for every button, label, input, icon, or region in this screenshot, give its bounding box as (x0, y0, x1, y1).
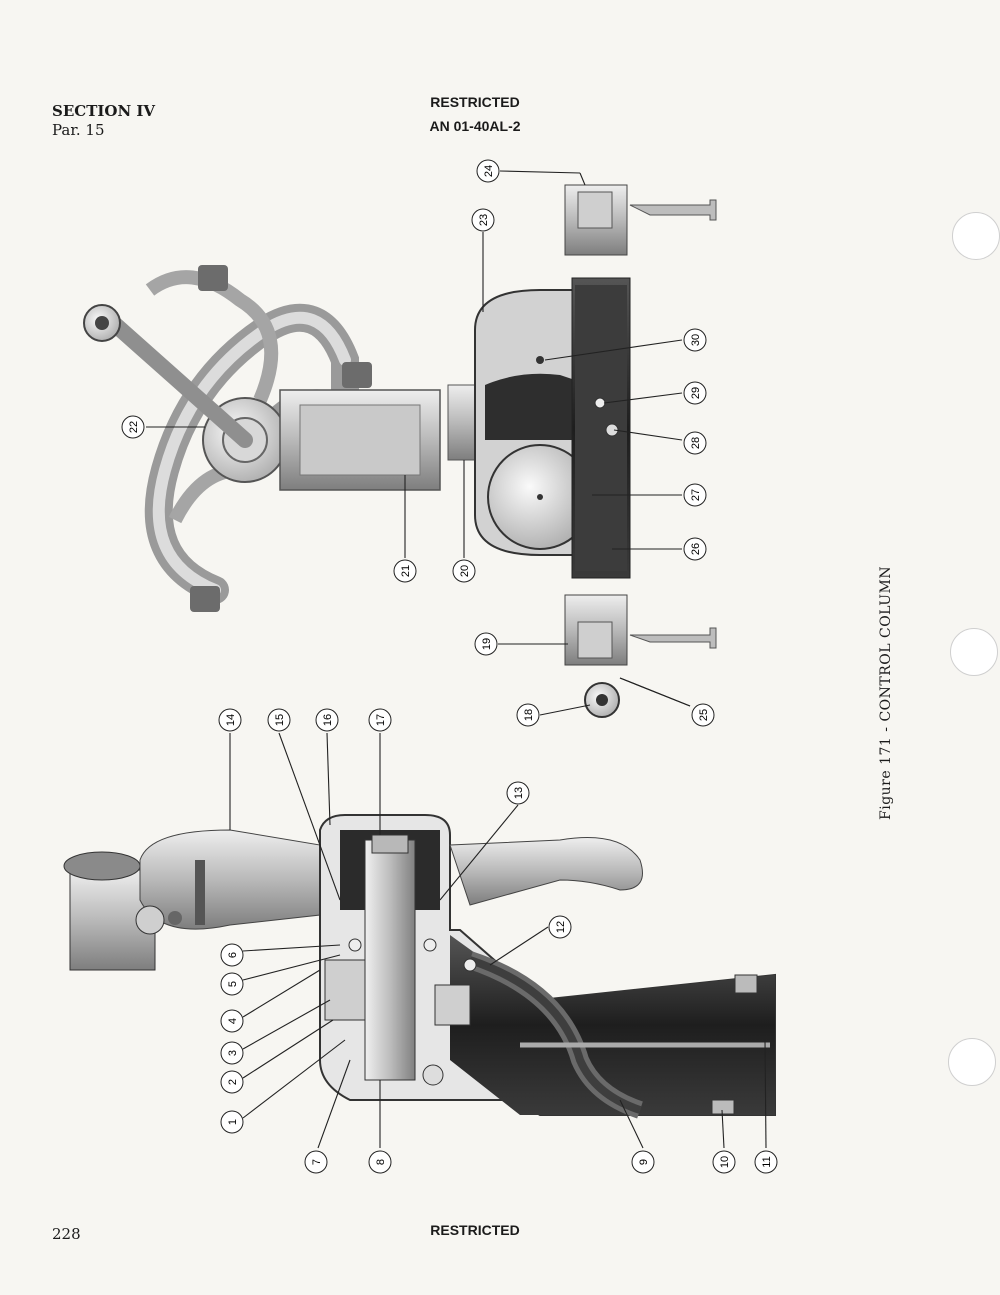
callout-8: 8 (368, 1150, 392, 1174)
tube-fitting-lower (564, 594, 717, 718)
callout-label: 20 (459, 565, 471, 577)
callout-14: 14 (218, 708, 242, 732)
callout-24: 24 (476, 159, 500, 183)
callout-16: 16 (315, 708, 339, 732)
footer-classification: RESTRICTED (430, 1222, 520, 1238)
control-wheel (83, 265, 441, 612)
callout-label: 3 (227, 1050, 239, 1056)
callout-label: 19 (481, 638, 493, 650)
callout-label: 22 (128, 421, 140, 433)
callout-label: 7 (311, 1159, 323, 1165)
callout-label: 16 (322, 714, 334, 726)
callout-label: 8 (375, 1159, 387, 1165)
callout-3: 3 (220, 1041, 244, 1065)
callout-label: 13 (513, 787, 525, 799)
callout-label: 4 (227, 1018, 239, 1024)
tube-fitting-upper (564, 184, 717, 256)
callout-27: 27 (683, 483, 707, 507)
callout-25: 25 (691, 703, 715, 727)
callout-13: 13 (506, 781, 530, 805)
callout-markers: 1 2 3 4 5 6 7 8 9 10 11 12 13 14 15 16 1… (121, 159, 778, 1174)
callout-5: 5 (220, 972, 244, 996)
callout-6: 6 (220, 943, 244, 967)
callout-22: 22 (121, 415, 145, 439)
callout-label: 10 (719, 1156, 731, 1168)
callout-label: 5 (227, 981, 239, 987)
callout-7: 7 (304, 1150, 328, 1174)
callout-label: 11 (761, 1156, 773, 1167)
callout-label: 2 (227, 1079, 239, 1085)
callout-15: 15 (267, 708, 291, 732)
binder-hole-middle (950, 628, 998, 676)
callout-label: 1 (227, 1119, 239, 1125)
callout-label: 18 (523, 709, 535, 721)
callout-20: 20 (452, 559, 476, 583)
callout-label: 14 (225, 714, 237, 726)
callout-label: 6 (227, 952, 239, 958)
callout-label: 24 (483, 165, 495, 177)
column-cross-section (319, 814, 776, 1119)
callout-29: 29 (683, 381, 707, 405)
callout-12: 12 (548, 915, 572, 939)
callout-4: 4 (220, 1009, 244, 1033)
callout-9: 9 (631, 1150, 655, 1174)
callout-label: 9 (638, 1159, 650, 1165)
callout-label: 28 (690, 437, 702, 449)
callout-label: 27 (690, 489, 702, 501)
callout-28: 28 (683, 431, 707, 455)
section-heading: SECTION IV Par. 15 (52, 102, 155, 140)
column-handle (63, 829, 321, 971)
callout-30: 30 (683, 328, 707, 352)
callout-label: 12 (555, 921, 567, 933)
callout-label: 23 (478, 214, 490, 226)
callout-1: 1 (220, 1110, 244, 1134)
callout-26: 26 (683, 537, 707, 561)
callout-label: 25 (698, 709, 710, 721)
callout-19: 19 (474, 632, 498, 656)
document-number: AN 01-40AL-2 (429, 118, 521, 134)
binder-hole-bottom (948, 1038, 996, 1086)
callout-label: 26 (690, 543, 702, 555)
callout-21: 21 (393, 559, 417, 583)
figure-caption: Figure 171 - CONTROL COLUMN (878, 565, 894, 820)
callout-label: 30 (690, 334, 702, 346)
page-number: 228 (52, 1225, 81, 1243)
control-housing (447, 277, 631, 579)
callout-label: 15 (274, 714, 286, 726)
callout-label: 29 (690, 387, 702, 399)
paragraph-label: Par. 15 (52, 121, 105, 139)
callout-label: 21 (400, 565, 412, 577)
section-label: SECTION IV (52, 102, 156, 120)
callout-18: 18 (516, 703, 540, 727)
callout-23: 23 (471, 208, 495, 232)
callout-11: 11 (754, 1150, 778, 1174)
header-classification: RESTRICTED (430, 94, 520, 110)
callout-17: 17 (368, 708, 392, 732)
callout-10: 10 (712, 1150, 736, 1174)
callout-2: 2 (220, 1070, 244, 1094)
callout-label: 17 (375, 714, 387, 726)
